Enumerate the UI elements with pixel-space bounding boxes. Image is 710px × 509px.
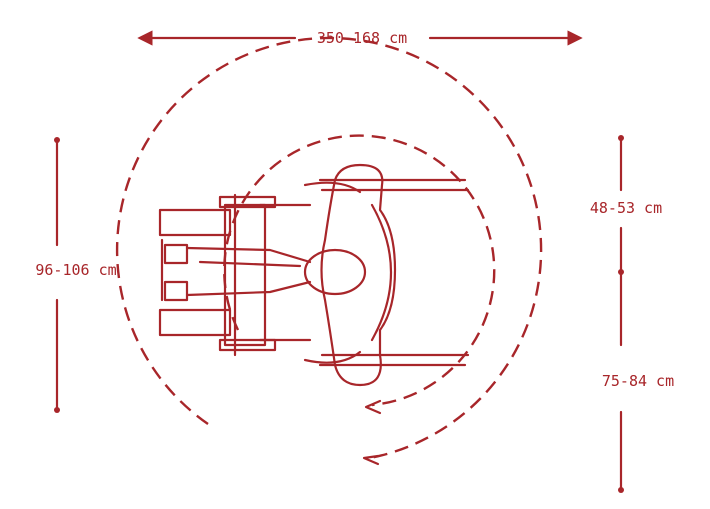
footrest-lower	[158, 308, 232, 337]
footrest-upper	[158, 208, 232, 237]
left-dimension-end-bottom	[54, 407, 60, 413]
top-width-label: 350-168 cm	[317, 29, 407, 47]
left-dimension-end-top	[54, 137, 60, 143]
armrest-left	[218, 195, 277, 209]
right-dimension-end-bottom	[618, 487, 624, 493]
person-head	[303, 248, 367, 296]
right-dimension: 48-53 cm 75-84 cm	[590, 135, 674, 493]
backrest-arc	[370, 203, 392, 342]
leg-upper-line	[185, 246, 312, 264]
top-dimension: 350-168 cm	[137, 29, 583, 47]
wheelchair-top-view	[158, 163, 470, 387]
leg-inner-line	[198, 260, 302, 268]
outer-arc-arrowhead	[362, 454, 380, 466]
left-depth-label: 96-106 cm	[35, 261, 116, 279]
inner-arc-arrowhead	[364, 399, 382, 415]
outer-turning-arc	[115, 36, 543, 460]
left-dimension: 96-106 cm	[35, 137, 117, 413]
foot-left	[163, 243, 189, 265]
leg-lower-line	[185, 280, 312, 297]
right-lower-label: 75-84 cm	[602, 372, 674, 390]
armrest-right	[218, 338, 277, 352]
seat-front-frame	[223, 203, 267, 347]
foot-right	[163, 280, 189, 302]
person-shoulders	[320, 163, 397, 387]
arm-left	[303, 181, 362, 194]
arm-right	[303, 350, 362, 364]
right-dimension-mid	[618, 269, 624, 275]
right-upper-label: 48-53 cm	[590, 199, 662, 217]
right-dimension-end-top	[618, 135, 624, 141]
